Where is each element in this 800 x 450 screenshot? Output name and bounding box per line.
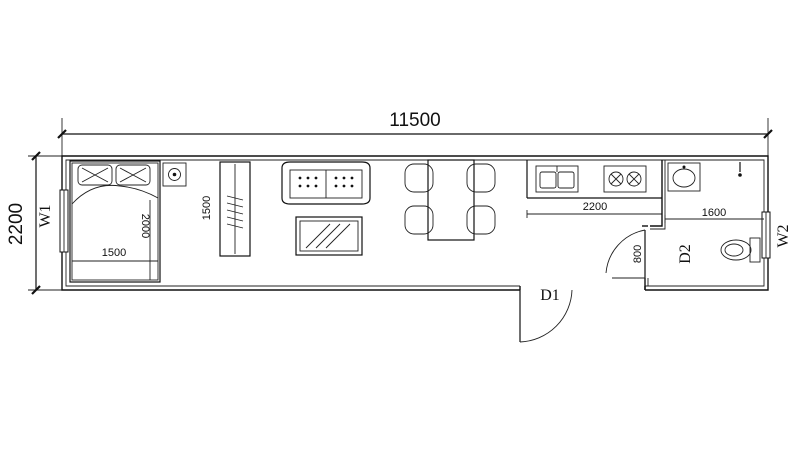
overall-width-dimension: 2200: [6, 151, 64, 295]
bathroom-door-d2: 800 D2: [605, 229, 694, 279]
bathroom-partition: 1600: [642, 160, 764, 290]
cooktop-icon: [603, 165, 647, 193]
washbasin-icon: [667, 162, 701, 192]
bathroom-length-label: 1600: [702, 207, 726, 219]
overall-width-label: 2200: [6, 203, 27, 245]
wardrobe-length-label: 1500: [201, 196, 213, 220]
window-w2-label: W2: [775, 224, 792, 247]
bathroom-door-width-label: 800: [632, 245, 644, 263]
dining-chair-icon: [404, 163, 434, 193]
kitchen-counter: 2200: [526, 160, 663, 218]
shower-icon: [738, 162, 742, 177]
window-w2: W2: [761, 211, 792, 259]
bed: 1500 2000: [69, 160, 161, 283]
overall-length-label: 11500: [389, 110, 440, 131]
pillow-icon: [115, 164, 151, 186]
entry-door-d1: D1: [519, 287, 573, 343]
dining-table-icon: [404, 159, 496, 241]
wardrobe: 1500: [201, 161, 251, 257]
sofa-icon: [281, 161, 371, 205]
nightstand-lamp-icon: [162, 162, 187, 187]
bathroom-door-label: D2: [677, 244, 694, 264]
bed-length-label: 2000: [139, 214, 151, 238]
dining-chair-icon: [466, 163, 496, 193]
overall-length-dimension: 11500: [57, 110, 773, 158]
toilet-icon: [720, 237, 761, 263]
sink-icon: [535, 165, 579, 193]
coffee-table-icon: [295, 216, 363, 256]
window-w1: W1: [37, 189, 69, 253]
dining-chair-icon: [466, 205, 496, 235]
pillow-icon: [77, 164, 113, 186]
window-w1-label: W1: [37, 204, 54, 227]
dining-chair-icon: [404, 205, 434, 235]
bed-width-label: 1500: [102, 247, 126, 259]
kitchen-length-label: 2200: [583, 201, 607, 213]
entry-door-label: D1: [540, 287, 560, 304]
